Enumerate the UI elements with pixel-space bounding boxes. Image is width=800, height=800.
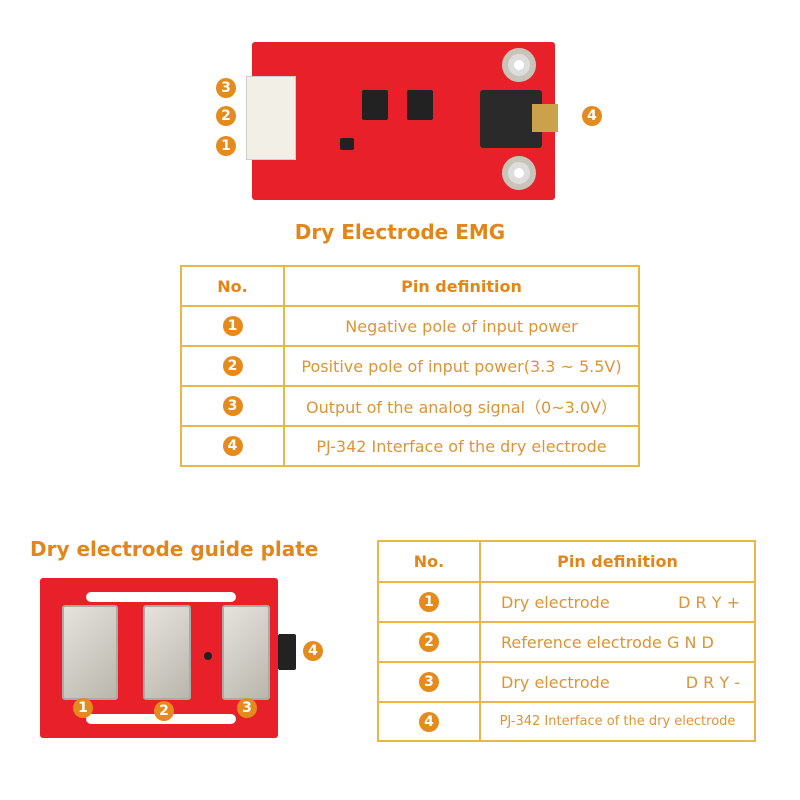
electrode-3 (222, 605, 270, 700)
table-row: 3 Output of the analog signal（0~3.0V） (180, 385, 640, 427)
mount-hole (502, 156, 536, 190)
pin-definition: PJ-342 Interface of the dry electrode (283, 425, 640, 467)
chip (362, 90, 388, 120)
module-pin-table: No.Pin definition 1 Negative pole of inpu… (180, 265, 640, 467)
table-row: 4 PJ-342 Interface of the dry electrode (180, 425, 640, 467)
table-row: 4 PJ-342 Interface of the dry electrode (377, 701, 756, 742)
emg-module-board (252, 42, 558, 200)
mount-hole (502, 48, 536, 82)
table-row: 1 Negative pole of input power (180, 305, 640, 347)
pin-badge: 2 (419, 632, 439, 652)
pin-badge: 4 (222, 436, 243, 456)
module-title: Dry Electrode EMG (294, 220, 506, 244)
plate-callout-2: 2 (154, 701, 174, 721)
pin-badge: 3 (419, 672, 439, 692)
pin-definition: Positive pole of input power(3.3 ~ 5.5V) (283, 345, 640, 387)
plate-callout-1: 1 (73, 698, 93, 718)
col-no: No. (180, 265, 285, 307)
pin-definition: Negative pole of input power (283, 305, 640, 347)
pin-definition: PJ-342 Interface of the dry electrode (479, 701, 756, 742)
plate-jack (278, 634, 296, 670)
electrode-1 (62, 605, 118, 700)
table-row: 1 Dry electrode D R Y + (377, 581, 756, 623)
callout-3: 3 (216, 78, 236, 98)
table-row: 2 Reference electrode G N D (377, 621, 756, 663)
pin-badge: 2 (222, 356, 243, 376)
callout-2: 2 (216, 106, 236, 126)
table-row: 2 Positive pole of input power(3.3 ~ 5.5V… (180, 345, 640, 387)
pin-badge: 3 (222, 396, 243, 416)
pin-definition: Output of the analog signal（0~3.0V） (283, 385, 640, 427)
guide-plate (40, 578, 278, 738)
chip (340, 138, 354, 150)
callout-4: 4 (582, 106, 602, 126)
pin-definition: Dry electrode (501, 592, 610, 612)
plate-title: Dry electrode guide plate (30, 537, 319, 561)
pin-tag: D R Y + (678, 592, 740, 612)
col-pin-definition: Pin definition (479, 540, 756, 583)
pin-badge: 1 (222, 316, 243, 336)
jack-plug (532, 104, 558, 132)
pin-badge: 1 (419, 592, 439, 612)
pin-definition: Dry electrode (501, 672, 610, 692)
pin-badge: 4 (419, 711, 439, 732)
table-row: 3 Dry electrode D R Y - (377, 661, 756, 703)
plate-callout-4: 4 (303, 641, 323, 661)
pin-header-connector (246, 76, 296, 160)
chip (407, 90, 433, 120)
pin-tag: D R Y - (685, 672, 740, 692)
callout-1: 1 (216, 136, 236, 156)
plate-callout-3: 3 (237, 698, 257, 718)
audio-jack (480, 90, 542, 148)
pin-definition: Reference electrode G N D (479, 621, 756, 663)
col-no: No. (377, 540, 481, 583)
col-pin-definition: Pin definition (283, 265, 640, 307)
electrode-2 (143, 605, 191, 700)
